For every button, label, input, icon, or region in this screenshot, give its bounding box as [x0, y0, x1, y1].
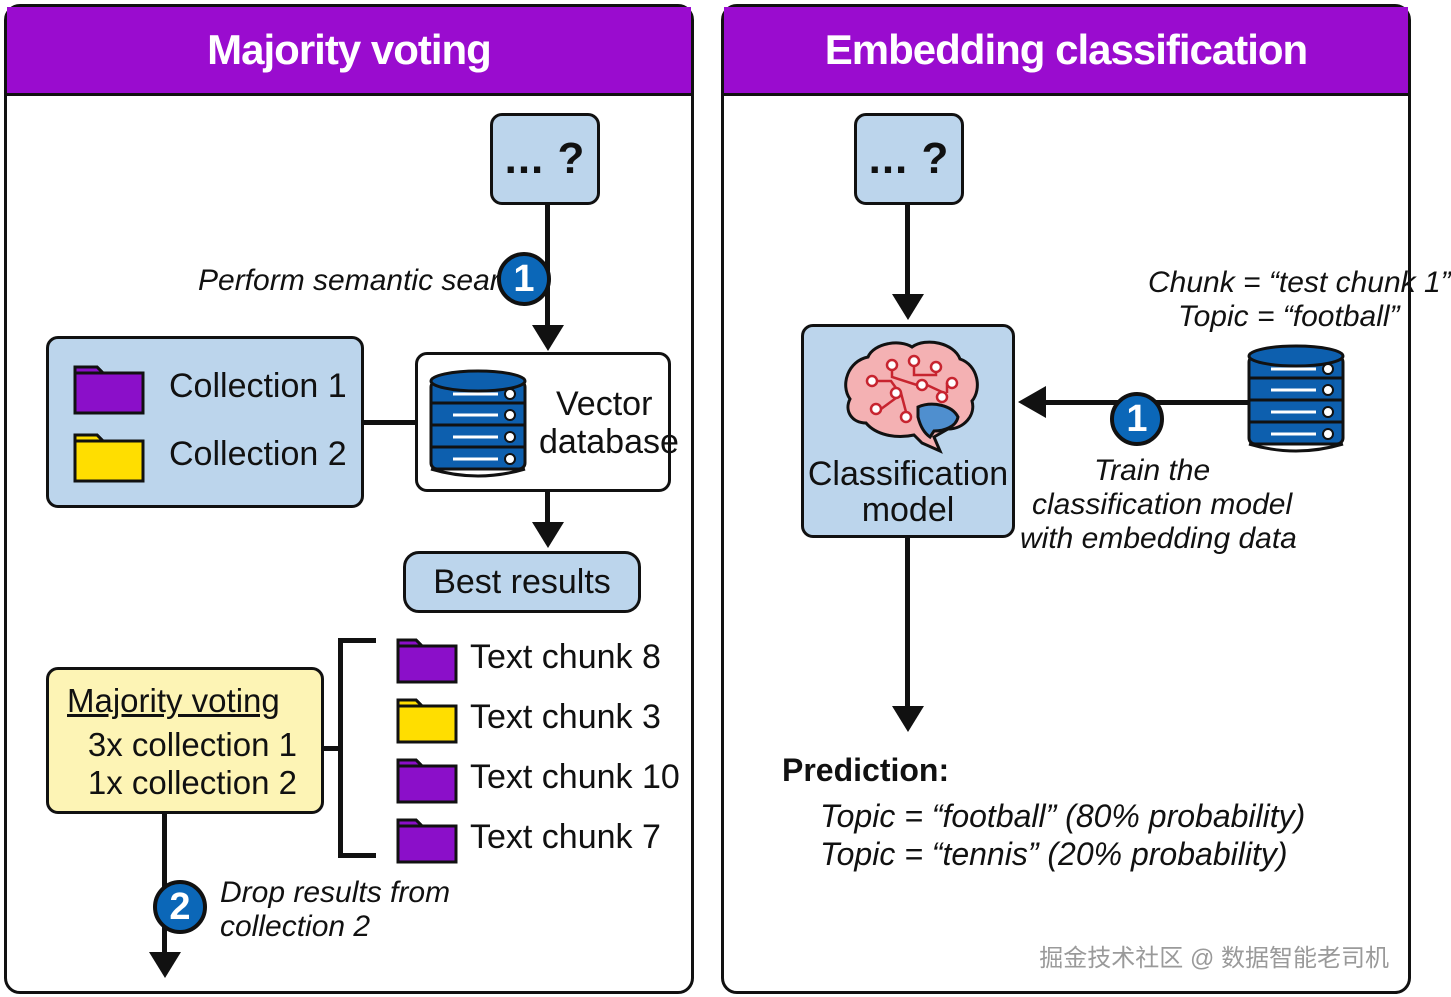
results-list: Text chunk 8 Text chunk 3 Text chunk 10 … — [396, 632, 686, 872]
step1-label: Perform semantic search — [198, 264, 532, 297]
step2-line1: Drop results from — [220, 876, 451, 909]
best-results-box: Best results — [403, 551, 641, 613]
folder-icon — [396, 638, 458, 684]
step-1-badge: 1 — [1110, 392, 1164, 446]
brain-icon — [844, 340, 979, 454]
result-label: Text chunk 10 — [470, 758, 680, 796]
train-line3: with embedding data — [1020, 522, 1297, 555]
training-chunk-label: Chunk = “test chunk 1” — [1148, 266, 1451, 299]
result-label: Text chunk 8 — [470, 638, 661, 676]
collection-2-label: Collection 2 — [169, 435, 347, 473]
collection-1-label: Collection 1 — [169, 367, 347, 405]
query-to-model-arrow — [905, 205, 910, 297]
result-label: Text chunk 3 — [470, 698, 661, 736]
query-label: ... ? — [868, 134, 950, 183]
voting-summary-box: Majority voting 3x collection 1 1x colle… — [46, 667, 324, 814]
bracket-connector — [322, 746, 340, 751]
panel-title: Majority voting — [7, 7, 691, 96]
model-to-prediction-arrow — [905, 538, 910, 710]
arrow-head — [149, 952, 181, 978]
list-item: Text chunk 8 — [396, 632, 686, 688]
model-line2: model — [861, 491, 955, 529]
watermark: 掘金技术社区 @ 数据智能老司机 — [1039, 945, 1389, 972]
classification-model-box: Classification model — [801, 324, 1015, 538]
vector-db-line1: Vector — [556, 385, 653, 423]
folder-icon — [396, 818, 458, 864]
database-icon — [1247, 344, 1345, 453]
query-box: ... ? — [854, 113, 964, 205]
best-results-label: Best results — [433, 562, 611, 601]
step-2-badge: 2 — [153, 880, 207, 934]
prediction-heading: Prediction: — [782, 752, 950, 788]
voting-line1: 3x collection 1 — [87, 726, 297, 763]
list-item: Text chunk 10 — [396, 752, 686, 808]
collections-box: Collection 1 Collection 2 — [46, 336, 364, 508]
train-line1: Train the — [1094, 454, 1211, 487]
voting-title: Majority voting — [67, 682, 280, 719]
train-line2: classification model — [1032, 488, 1293, 521]
prediction-line2: Topic = “tennis” (20% probability) — [820, 836, 1288, 872]
prediction-line1: Topic = “football” (80% probability) — [820, 798, 1306, 834]
vector-db-line2: database — [539, 423, 679, 461]
folder-icon — [73, 365, 145, 415]
vector-database-box: Vector database — [415, 352, 679, 492]
arrow-head — [1018, 386, 1046, 418]
folder-icon — [396, 698, 458, 744]
folder-icon — [396, 758, 458, 804]
model-line1: Classification — [807, 455, 1009, 493]
list-item: Text chunk 7 — [396, 812, 686, 868]
arrow-head — [532, 522, 564, 548]
step-1-badge: 1 — [497, 252, 551, 306]
collections-db-connector — [364, 420, 418, 425]
arrow-head — [892, 294, 924, 320]
query-label: ... ? — [504, 134, 586, 183]
voting-line2: 1x collection 2 — [87, 764, 297, 801]
arrow-head — [892, 706, 924, 732]
panel-title: Embedding classification — [724, 7, 1408, 96]
step2-line2: collection 2 — [220, 910, 371, 943]
db-to-results-arrow — [545, 492, 550, 526]
database-icon — [429, 369, 527, 478]
list-item: Text chunk 3 — [396, 692, 686, 748]
arrow-head — [532, 325, 564, 351]
query-box: ... ? — [490, 113, 600, 205]
folder-icon — [73, 433, 145, 483]
training-topic-label: Topic = “football” — [1178, 300, 1400, 333]
result-label: Text chunk 7 — [470, 818, 661, 856]
results-bracket — [338, 638, 376, 858]
